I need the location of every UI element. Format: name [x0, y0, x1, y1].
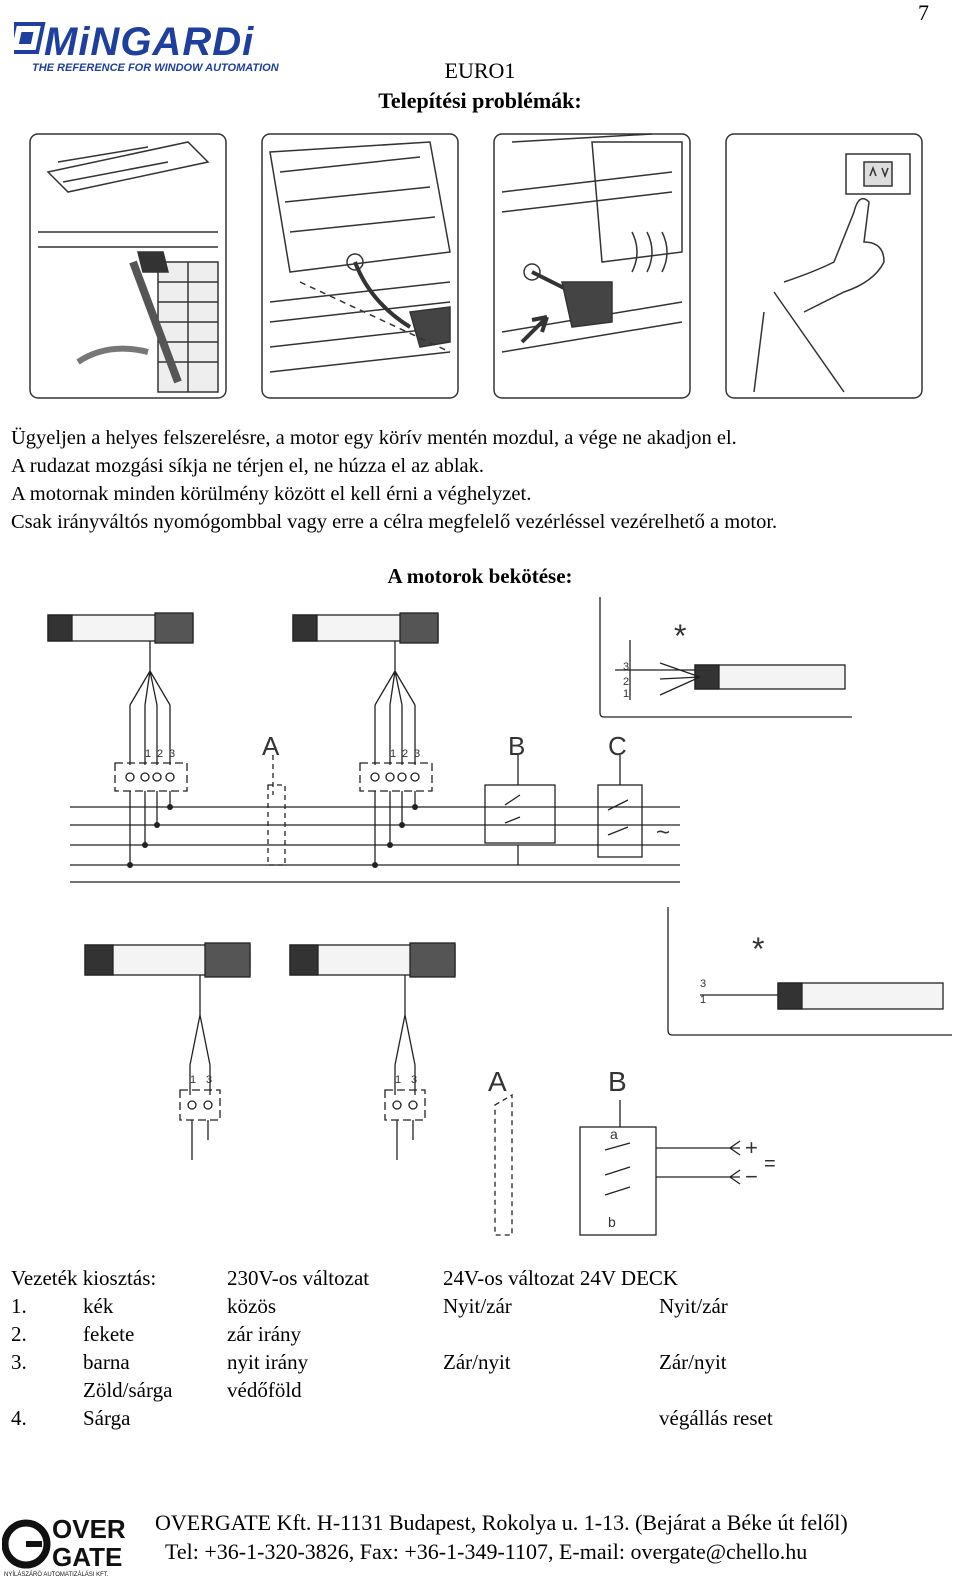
wire-230v: nyit irány — [227, 1350, 309, 1374]
mingardi-emblem-icon — [14, 22, 46, 54]
illustration-chain-alignment — [261, 133, 459, 399]
logo-over: OVER — [52, 1514, 126, 1544]
terminal-label: 1 — [395, 1074, 401, 1086]
wire-deck: Nyit/zár — [659, 1294, 728, 1318]
illustration-push-button — [725, 133, 923, 399]
terminal-label: 1 — [145, 748, 151, 760]
mingardi-logo: MiNGARDi THE REFERENCE FOR WINDOW AUTOMA… — [14, 14, 314, 74]
wire-deck: Zár/nyit — [659, 1350, 727, 1374]
wiring-label-b: B — [508, 731, 525, 761]
installation-illustrations — [29, 133, 923, 399]
wire-deck: végállás reset — [659, 1406, 773, 1430]
wire-230v: közös — [227, 1294, 276, 1318]
wiring-title: A motorok bekötése: — [387, 564, 573, 588]
logo-gate: GATE — [52, 1542, 122, 1572]
wiring-label-a: A — [488, 1066, 507, 1097]
terminal-label: 3 — [411, 1074, 417, 1086]
instruction-line: Csak irányváltós nyomógombbal vagy erre … — [11, 511, 778, 533]
instruction-line: A rudazat mozgási síkja ne térjen el, ne… — [11, 455, 484, 477]
motor-actuator — [84, 942, 251, 1160]
inset-marker: * — [674, 618, 686, 654]
switch-label-b: b — [608, 1214, 616, 1230]
ac-symbol: ~ — [656, 819, 670, 846]
table-header-cell: Vezeték kiosztás: — [11, 1266, 157, 1290]
wire-number: 3. — [11, 1350, 27, 1374]
installation-instructions: Ügyeljen a helyes felszerelésre, a motor… — [11, 424, 777, 536]
wire-24v: Zár/nyit — [443, 1350, 511, 1374]
inset-marker: * — [752, 931, 764, 967]
terminal-label: 2 — [402, 748, 408, 760]
terminal-label: 3 — [414, 748, 420, 760]
wire-number: 1. — [11, 1294, 27, 1318]
plus-symbol: + — [745, 1135, 758, 1160]
wire-color: kék — [83, 1294, 114, 1318]
terminal-label: 1 — [190, 1074, 196, 1086]
page-number: 7 — [918, 0, 929, 25]
wiring-label-b: B — [608, 1066, 627, 1097]
wire-230v: védőföld — [227, 1378, 302, 1402]
wire-230v: zár irány — [227, 1322, 302, 1346]
wire-number: 2. — [11, 1322, 27, 1346]
brand-name: MiNGARDi — [44, 20, 255, 64]
logo-subtitle: NYÍLÁSZÁRÓ AUTOMATIZÁLÁSI KFT. — [4, 1571, 109, 1578]
model-name: EURO1 — [444, 58, 516, 83]
wiring-label-c: C — [608, 731, 627, 761]
terminal-label: 3 — [700, 978, 706, 990]
wiring-label-a: A — [262, 731, 280, 761]
terminal-label: 1 — [390, 748, 396, 760]
wire-number: 4. — [11, 1406, 27, 1430]
wire-color: barna — [83, 1350, 130, 1374]
table-header-cell: 230V-os változat — [227, 1266, 370, 1290]
terminal-label: 1 — [700, 994, 706, 1006]
instruction-line: A motornak minden körülmény között el ke… — [11, 483, 532, 505]
wire-24v: Nyit/zár — [443, 1294, 512, 1318]
footer-address: OVERGATE Kft. H-1131 Budapest, Rokolya u… — [155, 1510, 848, 1535]
terminal-label: 2 — [157, 748, 163, 760]
minus-symbol: − — [745, 1164, 758, 1189]
wire-color: fekete — [83, 1322, 135, 1346]
instruction-line: Ügyeljen a helyes felszerelésre, a motor… — [11, 427, 737, 449]
wiring-diagram-230v: A B C * ~ 1 2 3 1 2 3 1 2 3 — [47, 597, 852, 883]
wire-color: Sárga — [83, 1406, 131, 1430]
motor-actuator — [289, 942, 456, 1160]
wiring-diagram-24v: A B * + − = 1 3 1 3 3 1 a b — [84, 907, 952, 1236]
terminal-label: 3 — [623, 661, 629, 673]
wire-color: Zöld/sárga — [83, 1378, 173, 1402]
illustration-motor-arc — [29, 133, 227, 399]
dc-symbol: = — [764, 1153, 776, 1175]
terminal-label: 3 — [206, 1074, 212, 1086]
motor-actuator — [292, 612, 439, 792]
terminal-label: 1 — [623, 688, 629, 700]
motor-actuator — [47, 612, 194, 792]
brand-tagline: THE REFERENCE FOR WINDOW AUTOMATION — [32, 62, 279, 74]
overgate-logo: OVER GATE NYÍLÁSZÁRÓ AUTOMATIZÁLÁSI KFT. — [2, 1514, 126, 1578]
terminal-label: 3 — [169, 748, 175, 760]
illustration-end-position — [493, 133, 691, 399]
page-title: Telepítési problémák: — [378, 88, 582, 113]
footer-contact: Tel: +36-1-320-3826, Fax: +36-1-349-1107… — [165, 1539, 808, 1564]
table-header-cell: 24V-os változat 24V DECK — [443, 1266, 679, 1290]
terminal-label: 2 — [623, 676, 629, 688]
switch-label-a: a — [610, 1126, 618, 1142]
